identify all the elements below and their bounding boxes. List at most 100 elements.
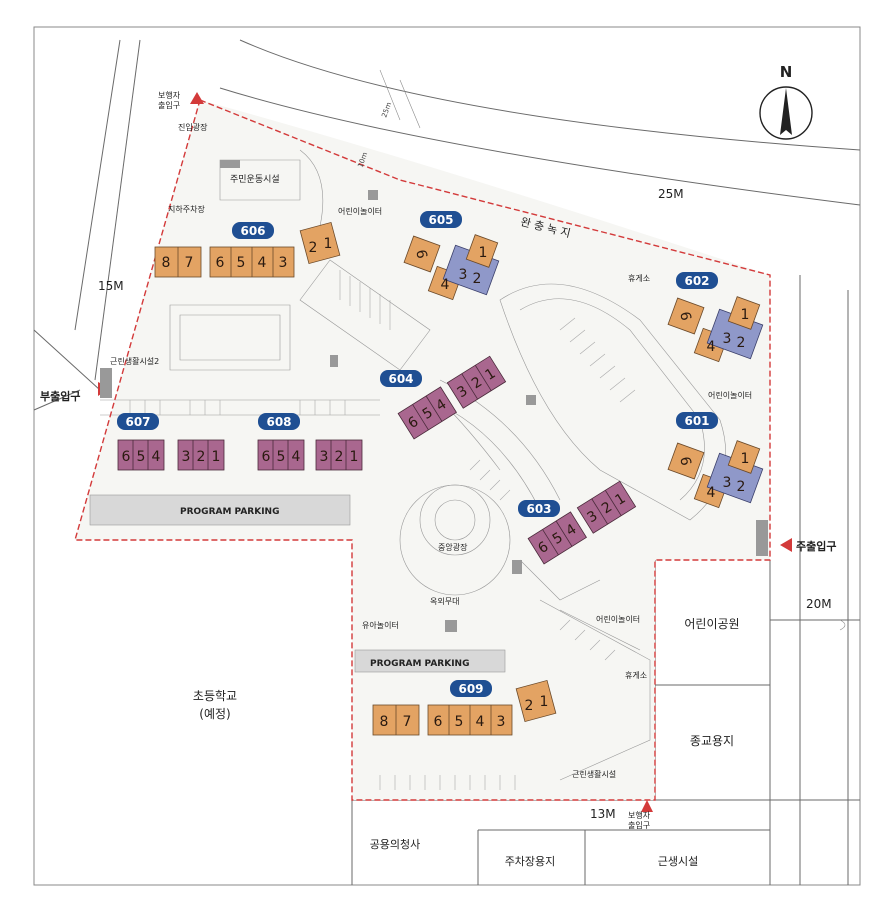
building-604-label: 604 xyxy=(388,372,413,386)
building-601-label: 601 xyxy=(684,414,709,428)
svg-text:8: 8 xyxy=(380,714,389,730)
north-compass[interactable]: N xyxy=(759,63,813,140)
svg-text:6: 6 xyxy=(262,449,271,465)
sub-entrance-label: 부출입구 xyxy=(40,389,80,403)
svg-text:4: 4 xyxy=(707,339,716,355)
label-kids-play-601: 어린이놀이터 xyxy=(708,390,752,400)
building-609[interactable]: 8 7 6 5 4 3 2 1 609 xyxy=(372,679,557,736)
label-kids-play-605: 어린이놀이터 xyxy=(338,206,382,216)
zone-kids-park: 어린이공원 xyxy=(684,617,739,631)
label-neighborhood-2: 근린생활시설2 xyxy=(110,356,159,366)
zone-neighborhood: 근생시설 xyxy=(658,855,698,868)
building-609-label: 609 xyxy=(458,682,483,696)
svg-text:6: 6 xyxy=(412,248,429,260)
main-entrance-marker[interactable]: 주출입구 xyxy=(780,538,836,553)
pedestrian-entrance-nw[interactable]: 보행자 출입구 xyxy=(158,90,204,110)
svg-text:6: 6 xyxy=(676,455,693,467)
svg-text:1: 1 xyxy=(324,236,333,252)
svg-text:4: 4 xyxy=(152,449,161,465)
road-label-east: 20M xyxy=(806,597,832,611)
svg-text:3: 3 xyxy=(723,331,732,347)
pedestrian-entrance-south[interactable]: 보행자 출입구 xyxy=(628,800,653,830)
building-605-label: 605 xyxy=(428,213,453,227)
label-outdoor-stage: 옥외무대 xyxy=(430,596,459,606)
label-neighborhood-se: 근린생활시설 xyxy=(572,769,616,779)
svg-text:1: 1 xyxy=(540,694,549,710)
label-rest-602: 휴게소 xyxy=(628,273,650,283)
svg-text:5: 5 xyxy=(455,714,464,730)
road-label-north: 25M xyxy=(658,187,684,201)
svg-text:3: 3 xyxy=(182,449,191,465)
label-kids-play-se: 어린이놀이터 xyxy=(596,614,640,624)
svg-text:2: 2 xyxy=(737,479,746,495)
svg-text:4: 4 xyxy=(441,277,450,293)
zone-religion: 종교용지 xyxy=(690,734,734,748)
site-boundary xyxy=(74,99,771,801)
label-underground-parking: 지하주차장 xyxy=(168,204,205,214)
label-central-square: 중앙광장 xyxy=(438,542,468,552)
label-entry-plaza: 진입광장 xyxy=(178,122,208,132)
svg-text:보행자: 보행자 xyxy=(158,90,181,100)
svg-text:출입구: 출입구 xyxy=(158,100,180,110)
surrounding-roads xyxy=(33,39,861,885)
building-605[interactable]: 6 4 3 2 1 605 xyxy=(403,211,500,301)
svg-text:5: 5 xyxy=(277,449,286,465)
zone-public-office: 공용의청사 xyxy=(370,838,421,851)
svg-text:3: 3 xyxy=(279,255,288,271)
building-607-label: 607 xyxy=(125,415,150,429)
zone-school: 초등학교 xyxy=(193,689,237,703)
program-parking-strips xyxy=(89,494,506,673)
building-603[interactable]: 6 5 4 3 2 1 603 xyxy=(518,480,637,565)
building-602[interactable]: 6 4 3 2 1 602 xyxy=(667,272,764,363)
building-602-label: 602 xyxy=(684,274,709,288)
svg-text:2: 2 xyxy=(335,449,344,465)
label-program-parking-2: PROGRAM PARKING xyxy=(370,659,469,669)
svg-text:7: 7 xyxy=(403,714,412,730)
road-label-south: 13M xyxy=(590,807,616,821)
svg-text:1: 1 xyxy=(212,449,221,465)
svg-text:6: 6 xyxy=(216,255,225,271)
zone-parking-lot: 주차장용지 xyxy=(505,855,556,868)
svg-text:5: 5 xyxy=(137,449,146,465)
svg-text:보행자: 보행자 xyxy=(628,810,651,820)
svg-text:출입구: 출입구 xyxy=(628,820,650,830)
svg-text:2: 2 xyxy=(525,698,534,714)
svg-text:4: 4 xyxy=(476,714,485,730)
svg-text:4: 4 xyxy=(292,449,301,465)
road-label-west: 15M xyxy=(98,279,124,293)
svg-text:6: 6 xyxy=(434,714,443,730)
building-604[interactable]: 6 5 4 3 2 1 604 xyxy=(380,355,507,440)
svg-text:6: 6 xyxy=(676,310,693,322)
svg-text:6: 6 xyxy=(122,449,131,465)
building-606[interactable]: 8 7 6 5 4 3 2 1 606 xyxy=(154,221,341,278)
svg-text:5: 5 xyxy=(237,255,246,271)
building-603-label: 603 xyxy=(526,502,551,516)
svg-text:2: 2 xyxy=(309,240,318,256)
label-rest-se: 휴게소 xyxy=(625,670,647,680)
svg-text:1: 1 xyxy=(741,451,750,467)
north-label: N xyxy=(780,63,793,81)
svg-text:3: 3 xyxy=(723,475,732,491)
svg-text:4: 4 xyxy=(258,255,267,271)
building-606-label: 606 xyxy=(240,224,265,238)
parking-stalls xyxy=(129,270,636,790)
svg-text:2: 2 xyxy=(473,271,482,287)
building-601[interactable]: 6 4 3 2 1 601 xyxy=(667,412,764,509)
svg-text:3: 3 xyxy=(497,714,506,730)
svg-text:3: 3 xyxy=(459,267,468,283)
svg-text:1: 1 xyxy=(479,245,488,261)
building-608[interactable]: 6 5 4 3 2 1 608 xyxy=(257,413,363,471)
svg-text:2: 2 xyxy=(197,449,206,465)
facility-labels: 주민운동시설 어린이놀이터 어린이놀이터 유아놀이터 어린이놀이터 휴게소 휴게… xyxy=(110,122,752,779)
svg-text:1: 1 xyxy=(741,307,750,323)
svg-text:8: 8 xyxy=(162,255,171,271)
building-608-label: 608 xyxy=(266,415,291,429)
svg-text:4: 4 xyxy=(707,485,716,501)
label-resident-center: 주민운동시설 xyxy=(230,174,280,185)
minor-structures xyxy=(100,160,768,632)
building-607[interactable]: 6 5 4 3 2 1 607 xyxy=(117,413,225,471)
svg-text:7: 7 xyxy=(185,255,194,271)
svg-text:1: 1 xyxy=(350,449,359,465)
label-program-parking-1: PROGRAM PARKING xyxy=(180,507,279,517)
